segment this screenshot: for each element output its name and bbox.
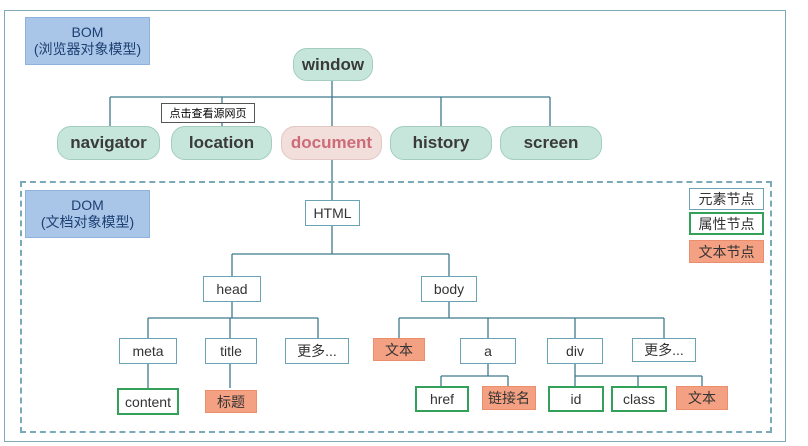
node-class-attr[interactable]: class <box>611 386 667 412</box>
dom-label: DOM (文档对象模型) <box>25 190 150 238</box>
node-link-name-text[interactable]: 链接名 <box>482 386 536 410</box>
node-document[interactable]: document <box>281 126 382 160</box>
node-div[interactable]: div <box>547 338 603 364</box>
dom-title: DOM <box>71 197 104 213</box>
bom-label: BOM (浏览器对象模型) <box>25 17 150 65</box>
node-navigator[interactable]: navigator <box>57 126 160 160</box>
node-head-more[interactable]: 更多... <box>285 338 349 364</box>
diagram-frame <box>4 10 786 442</box>
node-title-text[interactable]: 标题 <box>205 390 257 413</box>
legend-element-node: 元素节点 <box>689 188 764 210</box>
node-html[interactable]: HTML <box>305 200 360 226</box>
node-href-attr[interactable]: href <box>415 386 469 412</box>
node-title[interactable]: title <box>205 338 257 364</box>
node-body-more[interactable]: 更多... <box>632 338 696 362</box>
dom-subtitle: (文档对象模型) <box>40 214 135 230</box>
node-body[interactable]: body <box>421 276 477 302</box>
node-screen[interactable]: screen <box>500 126 602 160</box>
node-id-attr[interactable]: id <box>548 386 604 412</box>
legend-attribute-node: 属性节点 <box>689 212 764 235</box>
bom-title: BOM <box>71 24 104 40</box>
node-history[interactable]: history <box>390 126 492 160</box>
bom-subtitle: (浏览器对象模型) <box>33 41 142 57</box>
node-location[interactable]: location <box>171 126 272 160</box>
node-div-text[interactable]: 文本 <box>676 386 728 410</box>
node-a[interactable]: a <box>460 338 516 364</box>
node-head[interactable]: head <box>203 276 261 302</box>
node-body-text[interactable]: 文本 <box>373 338 425 361</box>
dom-region <box>20 181 772 433</box>
node-content-attr[interactable]: content <box>117 388 179 415</box>
legend-text-node: 文本节点 <box>689 240 764 263</box>
node-meta[interactable]: meta <box>119 338 177 364</box>
view-source-tooltip[interactable]: 点击查看源网页 <box>161 103 255 123</box>
node-window[interactable]: window <box>293 48 373 81</box>
